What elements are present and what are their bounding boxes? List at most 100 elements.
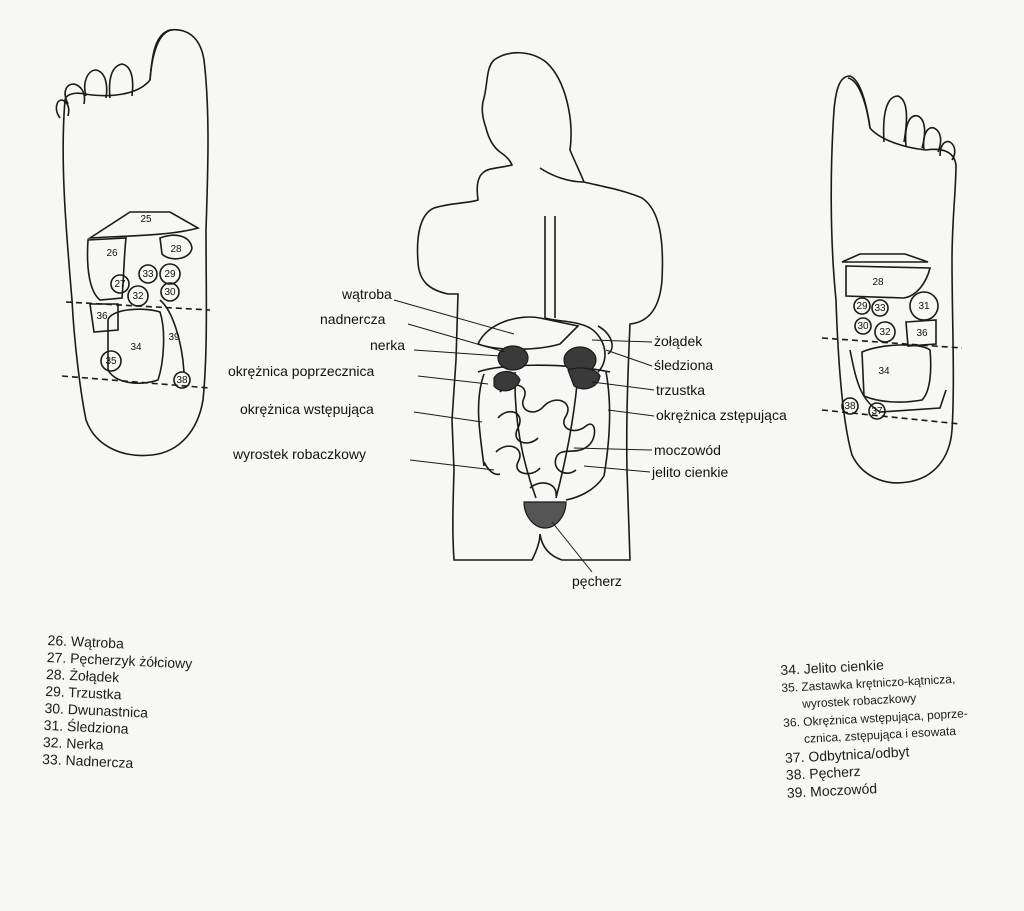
label-wyrostek: wyrostek robaczkowy xyxy=(232,446,366,462)
right-zone-num-29: 29 xyxy=(856,301,868,312)
right-zone-34 xyxy=(861,344,932,403)
transverse-colon xyxy=(477,364,611,373)
leader-wyrostek xyxy=(409,459,495,471)
leader-sledziona xyxy=(605,349,653,367)
right-cut-line-top xyxy=(821,337,963,349)
leader-nerka xyxy=(413,349,501,357)
left-zone-num-36: 36 xyxy=(96,311,108,322)
left-toe-4 xyxy=(64,83,86,105)
left-toe-1 xyxy=(149,29,173,81)
left-zone-29 xyxy=(159,263,181,285)
leader-okreznica-zstepujaca xyxy=(607,409,655,417)
left-zone-38 xyxy=(173,371,191,389)
left-zone-26 xyxy=(86,237,127,301)
left-zone-30 xyxy=(160,282,180,302)
left-zone-num-39: 39 xyxy=(168,332,180,343)
left-toe-5 xyxy=(55,99,70,119)
right-zone-num-38: 38 xyxy=(844,401,856,412)
pancreas-dark xyxy=(567,367,601,390)
left-toe-3 xyxy=(83,69,108,99)
human-torso xyxy=(416,51,664,561)
right-zone-num-28: 28 xyxy=(872,277,884,288)
label-okreznica-zstepujaca: okrężnica zstępująca xyxy=(656,407,787,423)
label-watroba: wątroba xyxy=(341,286,392,302)
legend-right: 34. Jelito cienkie 35. Zastawka krętnicz… xyxy=(780,649,1024,801)
right-zone-30 xyxy=(854,317,872,335)
label-sledziona: śledziona xyxy=(654,357,713,373)
right-zone-37 xyxy=(868,402,886,420)
right-zone-29-top xyxy=(841,253,929,263)
right-zone-num-37: 37 xyxy=(871,406,883,417)
right-zone-num-34: 34 xyxy=(878,366,890,377)
left-zone-25 xyxy=(86,211,201,240)
left-toe-2 xyxy=(108,63,134,99)
sigmoid-colon xyxy=(565,475,605,501)
left-zone-num-32: 32 xyxy=(132,291,144,302)
torso-outline xyxy=(416,51,664,561)
left-zone-num-33: 33 xyxy=(142,269,154,280)
right-zone-num-31: 31 xyxy=(918,301,930,312)
right-zone-num-32: 32 xyxy=(879,327,891,338)
left-zone-33 xyxy=(138,264,158,284)
label-zoladek: żołądek xyxy=(654,333,703,349)
leader-moczowod xyxy=(573,447,653,451)
left-zone-39 xyxy=(159,299,185,373)
right-zone-num-36: 36 xyxy=(916,328,928,339)
leader-nadnercza xyxy=(407,323,506,353)
label-nadnercza: nadnercza xyxy=(320,311,386,327)
stomach xyxy=(544,317,606,373)
left-zone-num-28: 28 xyxy=(170,244,182,255)
right-toe-4 xyxy=(922,126,942,153)
adrenal-dark xyxy=(493,370,521,392)
leader-pecherz xyxy=(551,521,593,573)
label-moczowod: moczowód xyxy=(654,442,721,458)
left-zone-num-27: 27 xyxy=(114,279,126,290)
leader-zoladek xyxy=(591,339,653,343)
leader-okreznica-wstepujaca xyxy=(413,411,483,423)
right-toe-2 xyxy=(882,95,908,143)
leader-okreznica-poprzeczna xyxy=(417,375,489,385)
esophagus xyxy=(544,216,556,318)
right-zone-33 xyxy=(871,299,889,317)
right-zone-28 xyxy=(845,265,932,299)
leader-watroba xyxy=(393,299,515,335)
leader-jelito-cienkie xyxy=(583,465,651,473)
appendix xyxy=(483,461,501,476)
kidney-left xyxy=(497,345,529,371)
label-pecherz: pęcherz xyxy=(572,573,622,589)
left-zone-num-29: 29 xyxy=(164,269,176,280)
left-cut-line-top xyxy=(65,301,211,311)
left-zone-num-25: 25 xyxy=(140,214,152,225)
label-trzustka: trzustka xyxy=(656,382,705,398)
right-zone-num-33: 33 xyxy=(874,303,886,314)
right-zone-38 xyxy=(841,397,859,415)
left-zone-num-38: 38 xyxy=(176,375,188,386)
leader-trzustka xyxy=(591,381,655,391)
label-okreznica-wstepujaca: okrężnica wstępująca xyxy=(240,401,374,417)
small-intestine xyxy=(495,384,596,497)
bladder xyxy=(523,501,567,529)
left-foot xyxy=(55,28,211,457)
ureter-right xyxy=(555,373,579,499)
ascending-colon xyxy=(477,373,485,467)
right-cut-line-bottom xyxy=(821,409,961,425)
right-toe-5 xyxy=(939,140,956,161)
right-toe-3 xyxy=(904,115,926,149)
label-okreznica-poprzeczna: okrężnica poprzecznica xyxy=(228,363,375,379)
left-zone-num-34: 34 xyxy=(130,342,142,353)
descending-colon xyxy=(603,371,611,477)
left-cut-line-bottom xyxy=(61,375,211,389)
right-toe-1 xyxy=(847,77,871,129)
label-nerka: nerka xyxy=(370,337,405,353)
label-jelito-cienkie: jelito cienkie xyxy=(651,464,728,480)
legend-left: 26. Wątroba 27. Pęcherzyk żółciowy 28. Ż… xyxy=(42,632,308,780)
right-foot-outline xyxy=(830,75,957,484)
right-zone-36 xyxy=(849,349,947,413)
right-zone-num-30: 30 xyxy=(857,321,869,332)
left-zone-num-35: 35 xyxy=(105,356,117,367)
left-zone-num-30: 30 xyxy=(164,287,176,298)
neck-line xyxy=(539,167,585,183)
right-foot xyxy=(821,75,963,484)
left-zone-num-26: 26 xyxy=(106,248,118,259)
